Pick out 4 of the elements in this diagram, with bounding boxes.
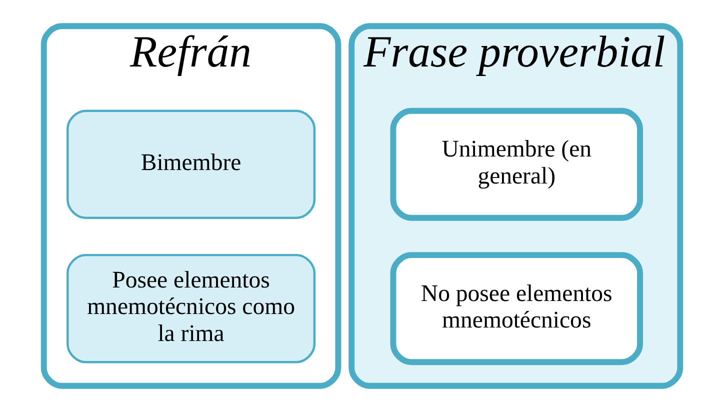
node-box: Unimembre (en general): [390, 108, 642, 221]
node-box: No posee elementos mnemotécnicos: [390, 252, 642, 366]
node-box: Bimembre: [66, 110, 316, 220]
node-box: Posee elementos mnemotécnicos como la rima: [66, 254, 316, 364]
